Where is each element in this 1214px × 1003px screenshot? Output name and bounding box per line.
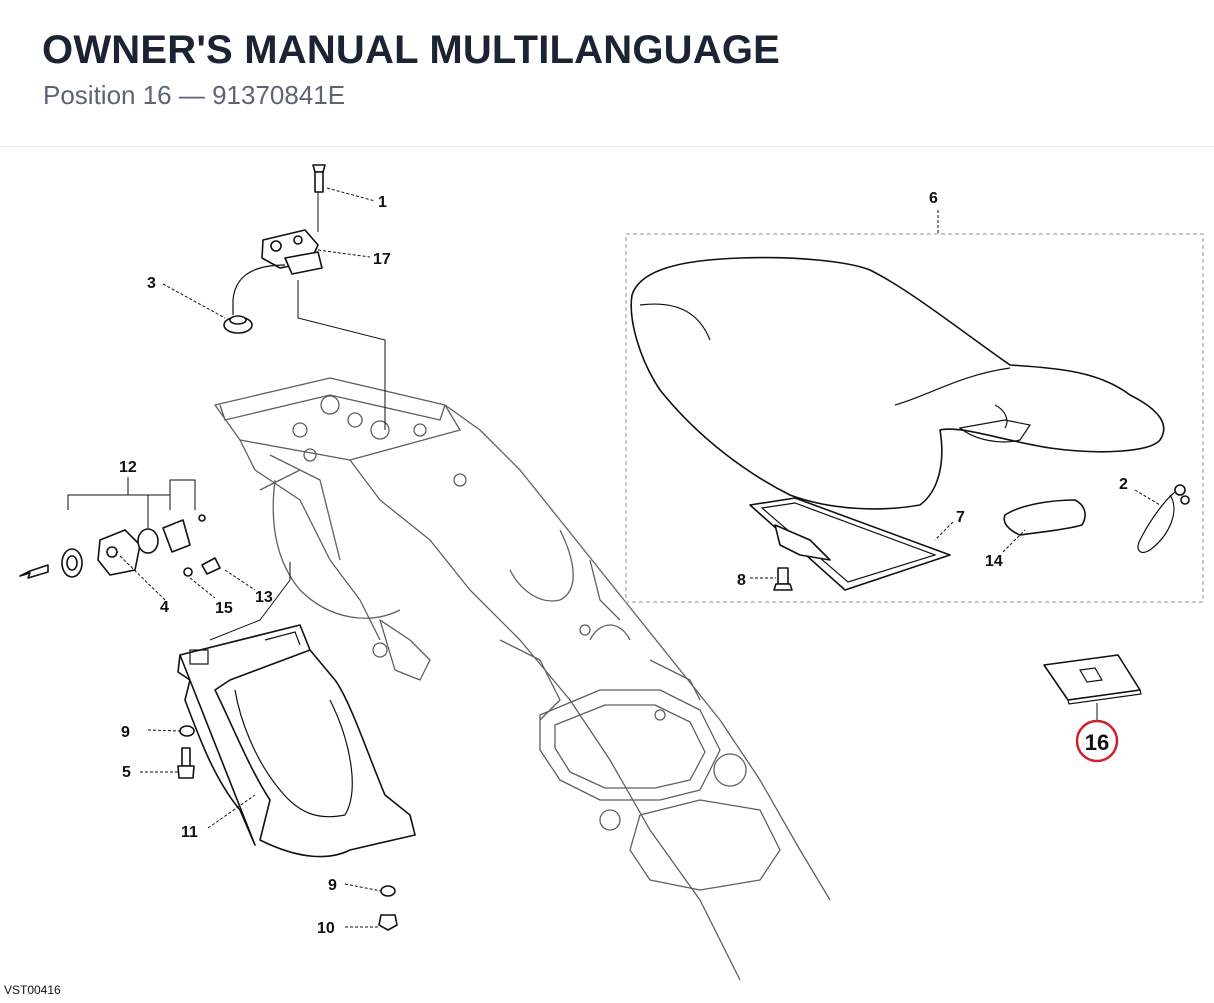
reference-code: VST00416: [4, 983, 61, 997]
callout-3: 3: [147, 275, 156, 292]
callout-14: 14: [985, 553, 1003, 570]
page-header: OWNER'S MANUAL MULTILANGUAGE Position 16…: [0, 0, 1214, 147]
page-title: OWNER'S MANUAL MULTILANGUAGE: [42, 28, 781, 72]
rubber-pad-14: [1003, 499, 1086, 536]
seat-assembly-frame: [625, 233, 1204, 603]
highlighted-callout-16: 16: [1075, 719, 1119, 763]
leader-lines: [67, 187, 1161, 928]
callout-1: 1: [378, 194, 387, 211]
callout-9a: 9: [121, 724, 130, 741]
callout-12: 12: [119, 459, 137, 476]
cable-2: [1137, 484, 1190, 553]
seat-base-plate: [749, 497, 951, 591]
owners-manual-16: [1043, 654, 1142, 705]
callout-5: 5: [122, 764, 131, 781]
latch-17: [261, 229, 323, 275]
callout-17: 17: [373, 251, 391, 268]
callout-13: 13: [255, 589, 273, 606]
screw-8: [773, 567, 793, 591]
callout-2: 2: [1119, 476, 1128, 493]
seat: [630, 256, 1165, 510]
callout-10: 10: [317, 920, 335, 937]
callout-6: 6: [929, 190, 938, 207]
callout-4: 4: [160, 599, 169, 616]
callout-11: 11: [181, 824, 198, 841]
cable-grommet-3: [223, 264, 286, 334]
callout-15: 15: [215, 600, 233, 617]
lock-assembly: [61, 514, 221, 578]
screw-1: [312, 164, 326, 193]
front-direction-arrow: [19, 564, 49, 579]
fasteners: [177, 725, 398, 931]
callout-8: 8: [737, 572, 746, 589]
callout-labels: 1 17 3 6 2 7 8 14 12 4 15 13 9 5 11 9 10: [119, 190, 1128, 937]
rear-frame: [214, 377, 831, 981]
callout-9b: 9: [328, 877, 337, 894]
callout-7: 7: [956, 509, 965, 526]
page-subtitle: Position 16 — 91370841E: [43, 80, 346, 110]
highlight-ring: [1075, 719, 1119, 763]
undertray-11: [177, 624, 416, 858]
callout-16: 16: [1085, 730, 1109, 755]
